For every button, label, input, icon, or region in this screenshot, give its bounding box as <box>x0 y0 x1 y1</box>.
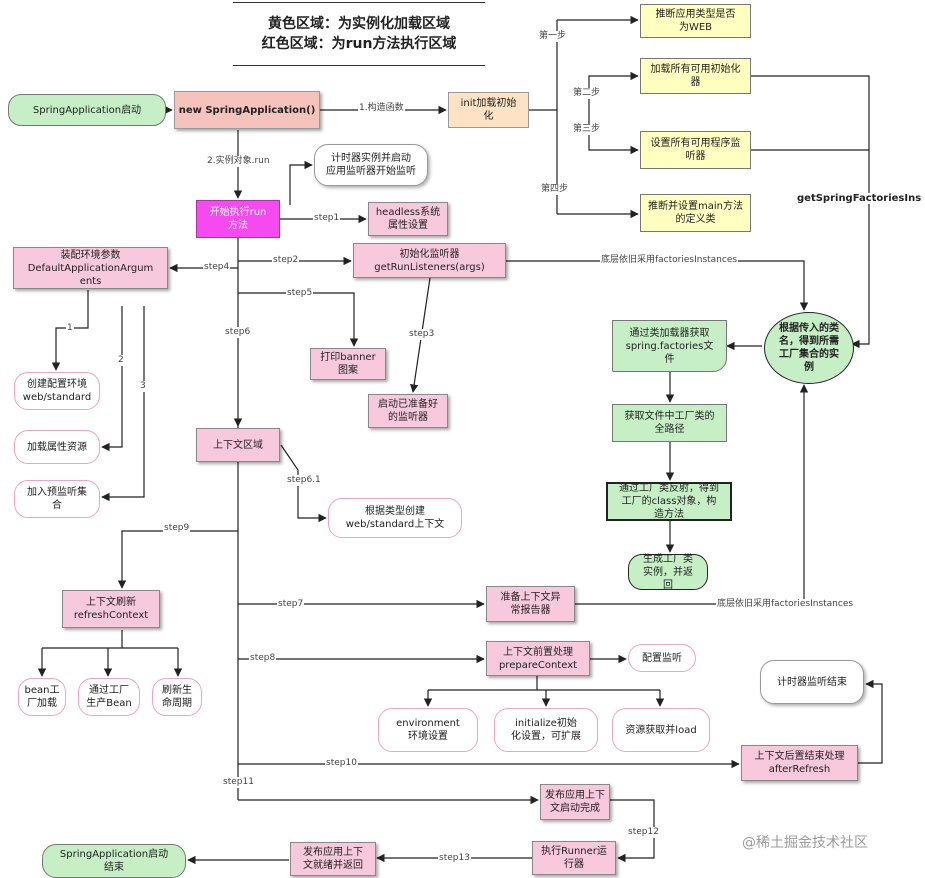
exception-reporter-node: 准备上下文异 常报告器 <box>486 586 575 622</box>
label-step-three: 第三步 <box>572 124 602 135</box>
environment-node: environment 环境设置 <box>378 708 478 752</box>
init-node: init加载初始 化 <box>448 92 529 128</box>
publish-ready-node: 发布应用上下 文就绪并返回 <box>290 842 376 876</box>
label-underlying-2: 底层依旧采用factoriesInstances <box>716 599 855 610</box>
label-constructor: 1.构造函数 <box>358 103 405 114</box>
label-step3: step3 <box>408 329 436 340</box>
load-initializers-node: 加载所有可用初始化 器 <box>640 58 751 94</box>
label-step6: step6 <box>224 327 252 338</box>
label-step12: step12 <box>627 827 660 838</box>
label-underlying-1: 底层依旧采用factoriesInstances <box>600 255 739 266</box>
timer-start-node: 计时器实例并启动 应用监听器开始监听 <box>314 144 428 186</box>
label-step8: step8 <box>249 653 277 664</box>
factory-path-node: 获取文件中工厂类的 全路径 <box>612 404 727 442</box>
publish-started-node: 发布应用上下 文启动完成 <box>540 784 610 820</box>
initialize-node: initialize初始 化设置，可扩展 <box>494 708 598 752</box>
label-step11: step11 <box>222 777 255 788</box>
label-step9: step9 <box>163 523 191 534</box>
title-line-1: 黄色区域：为实例化加载区域 <box>268 16 450 32</box>
label-step-two: 第二步 <box>572 88 602 99</box>
lifecycle-node: 刷新生 命周期 <box>152 678 202 716</box>
add-listener-node: 加入预监听集 合 <box>14 480 100 518</box>
main-class-node: 推断并设置main方法 的定义类 <box>640 194 751 232</box>
resource-load-node: 资源获取并load <box>612 708 710 752</box>
new-springapplication-node: new SpringApplication() <box>174 91 320 129</box>
set-listeners-node: 设置所有可用程序监 听器 <box>640 131 751 169</box>
label-branch-2: 2 <box>117 355 125 366</box>
context-area-node: 上下文区域 <box>196 428 280 462</box>
title-line-2: 红色区域：为run方法执行区域 <box>261 36 457 52</box>
label-step4: step4 <box>203 262 231 273</box>
create-context-node: 根据类型创建 web/standard上下文 <box>328 498 462 538</box>
reflect-node: 通过工厂类反射，得到 工厂的class对象，构 造方法 <box>606 482 732 521</box>
end-node: SpringApplication启动 结束 <box>42 844 186 878</box>
label-get-spring-factories: getSpringFactoriesIns <box>796 193 923 204</box>
label-step-one: 第一步 <box>538 31 568 42</box>
bean-factory-node: bean工 厂加载 <box>18 678 66 716</box>
timer-end-node: 计时器监听结束 <box>760 660 864 704</box>
print-banner-node: 打印banner 图案 <box>310 348 386 380</box>
start-node: SpringApplication启动 <box>8 94 166 126</box>
load-properties-node: 加载属性资源 <box>14 430 100 464</box>
label-run-call: 2.实例对象.run <box>206 156 271 167</box>
label-branch-3: 3 <box>139 381 147 392</box>
run-method-node: 开始执行run 方法 <box>196 200 280 238</box>
label-step13: step13 <box>438 853 471 864</box>
spring-factories-node: 通过类加载器获取 spring.factories文 件 <box>612 320 727 372</box>
label-step-four: 第四步 <box>540 184 570 195</box>
label-step7: step7 <box>277 599 305 610</box>
run-listeners-node: 初始化监听器 getRunListeners(args) <box>353 243 506 278</box>
by-class-name-node: 根据传入的类 名，得到所需 工厂集合的实 例 <box>764 312 854 384</box>
config-listen-node: 配置监听 <box>628 644 696 672</box>
label-step2: step2 <box>272 255 300 266</box>
after-refresh-node: 上下文后置结束处理 afterRefresh <box>741 745 858 781</box>
headless-node: headless系统 属性设置 <box>368 202 448 236</box>
label-step1: step1 <box>313 213 341 224</box>
deduce-web-node: 推断应用类型是否 为WEB <box>640 4 751 38</box>
runner-node: 执行Runner运 行器 <box>532 841 616 875</box>
create-env-node: 创建配置环境 web/standard <box>14 372 100 410</box>
label-step5: step5 <box>286 288 314 299</box>
label-branch-1: 1 <box>66 323 74 334</box>
refresh-context-node: 上下文刷新 refreshContext <box>62 590 160 628</box>
env-args-node: 装配环境参数 DefaultApplicationArgum ents <box>13 247 168 289</box>
label-step10: step10 <box>325 758 358 769</box>
watermark: @稀土掘金技术社区 <box>742 835 868 851</box>
started-listener-node: 启动已准备好 的监听器 <box>368 394 448 428</box>
diagram-title: 黄色区域：为实例化加载区域 红色区域：为run方法执行区域 <box>233 2 485 66</box>
generate-instance-node: 生成工厂类 实例，并返 回 <box>628 554 708 591</box>
label-step6-1: step6.1 <box>286 475 322 486</box>
prepare-context-node: 上下文前置处理 prepareContext <box>486 641 590 676</box>
factory-bean-node: 通过工厂 生产Bean <box>78 678 140 716</box>
